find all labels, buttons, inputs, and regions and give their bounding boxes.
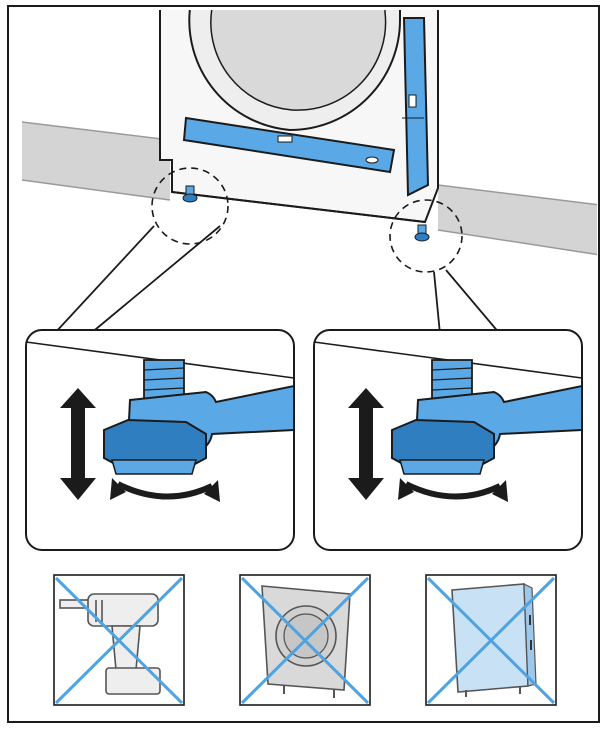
magnify-circle-left bbox=[151, 167, 229, 245]
floor-left bbox=[22, 122, 170, 200]
callout-line-right-a bbox=[433, 271, 441, 335]
foot-left bbox=[182, 185, 198, 203]
prohibited-tilted-panel bbox=[239, 574, 371, 706]
callout-line-right-b bbox=[445, 269, 501, 335]
spirit-level-horizontal bbox=[182, 116, 396, 174]
power-drill-prohibited-icon bbox=[59, 593, 161, 695]
foot-right bbox=[414, 224, 430, 242]
adjust-nut bbox=[391, 418, 495, 471]
prohibited-leaning-panel bbox=[425, 574, 557, 706]
detail-panel-left bbox=[25, 329, 295, 551]
leaning-machine-prohibited-icon bbox=[451, 583, 537, 697]
prohibited-drill-panel bbox=[53, 574, 185, 706]
detail-panel-right bbox=[313, 329, 583, 551]
floor-right bbox=[438, 185, 597, 255]
door-glass bbox=[210, 10, 387, 111]
up-down-arrow-icon bbox=[60, 388, 96, 500]
callout-line-left-b bbox=[89, 225, 221, 335]
up-down-arrow-icon bbox=[348, 388, 384, 500]
adjust-nut bbox=[103, 418, 207, 471]
magnify-circle-right bbox=[389, 199, 463, 273]
rotate-arrow-icon bbox=[116, 481, 214, 500]
rotate-arrow-icon bbox=[404, 481, 502, 500]
callout-line-left-a bbox=[53, 225, 155, 335]
main-scene bbox=[21, 10, 597, 273]
